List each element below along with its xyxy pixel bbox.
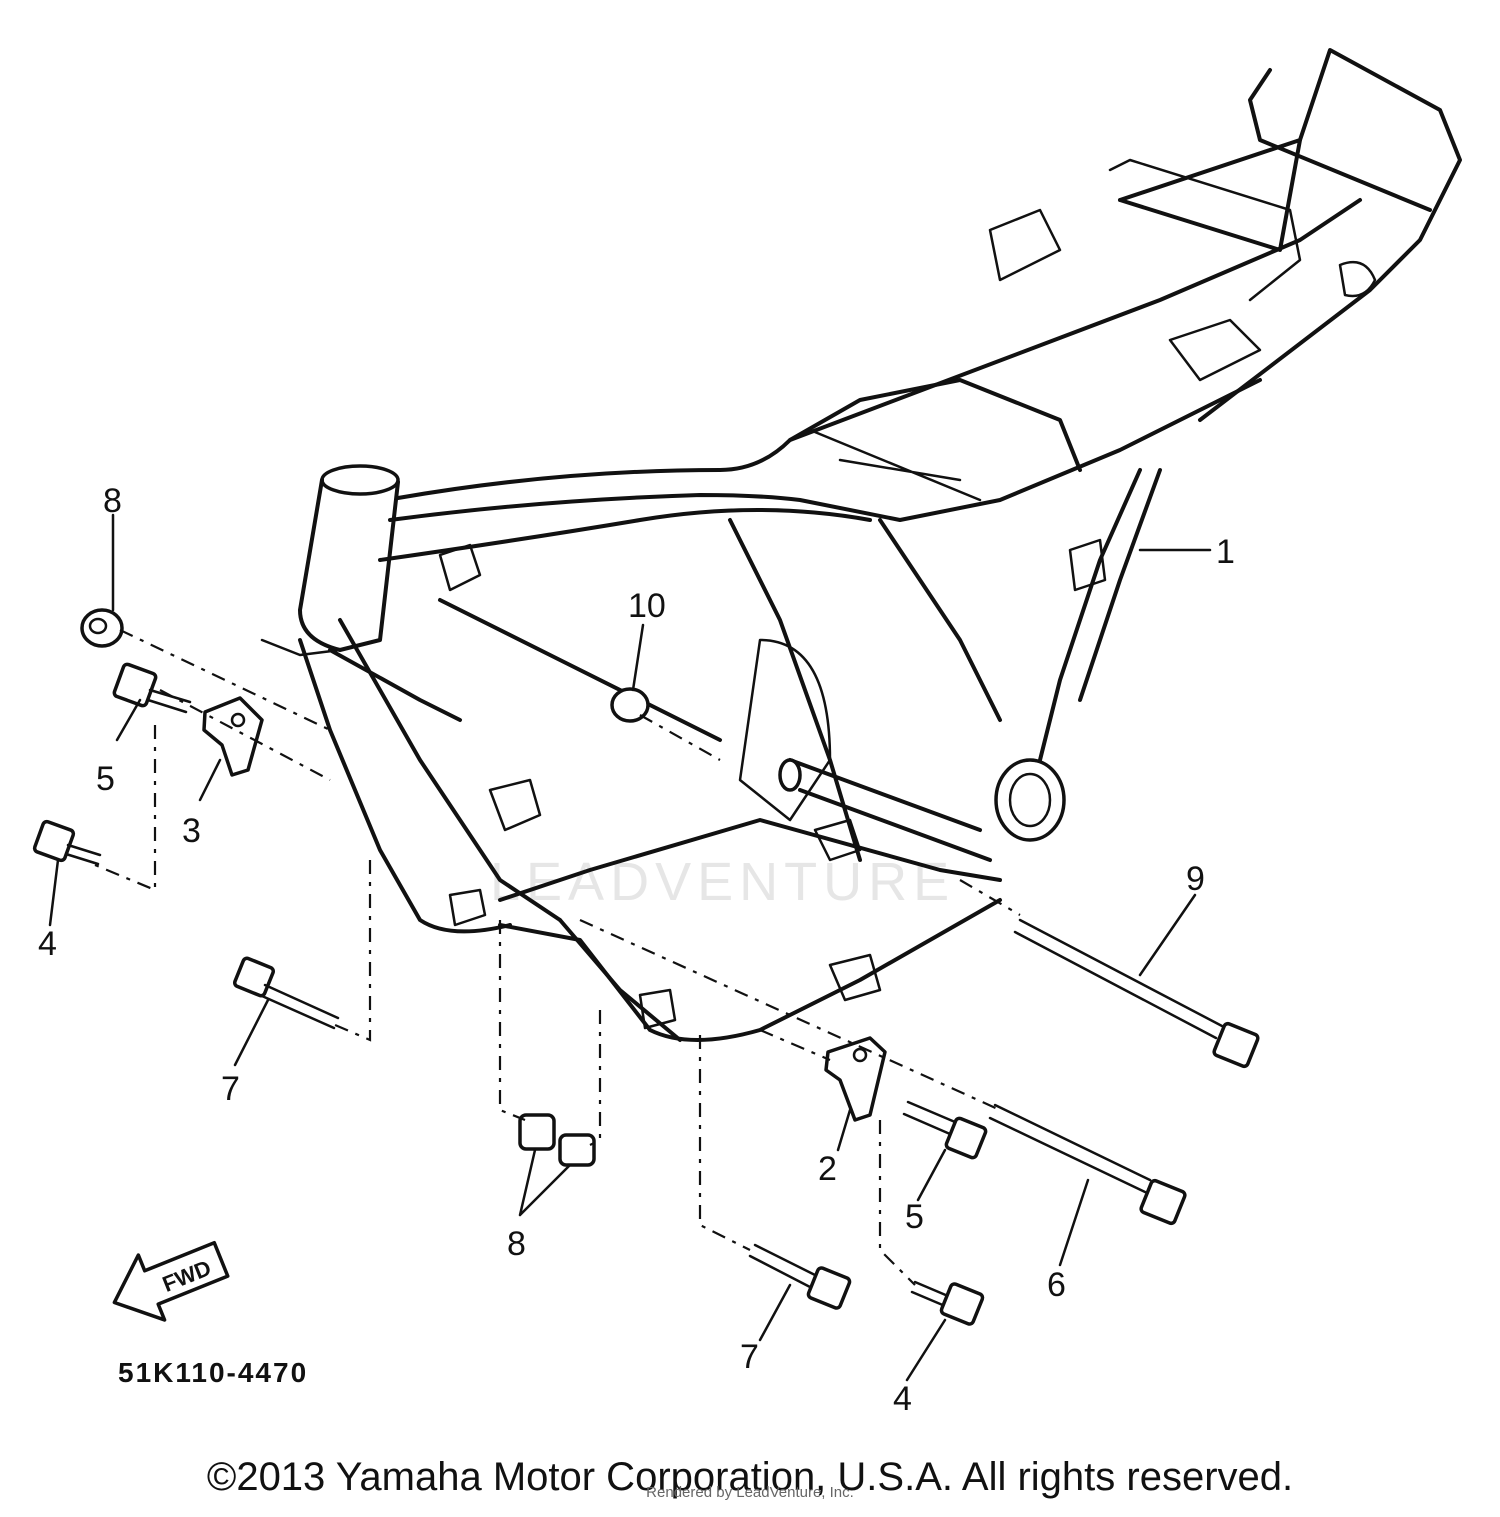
bolt-part-7-left xyxy=(233,956,340,1030)
callout-2: 2 xyxy=(818,1150,837,1188)
diagram-code: 51K110-4470 xyxy=(118,1357,308,1388)
bolt-part-4-left xyxy=(32,819,102,866)
nut-part-10 xyxy=(610,687,650,723)
motorcycle-frame xyxy=(260,48,1462,1042)
bolt-part-7-right xyxy=(748,1243,852,1310)
callout-7-left: 7 xyxy=(221,1070,240,1108)
callout-6: 6 xyxy=(1047,1266,1066,1304)
callout-8-upper: 8 xyxy=(103,482,122,520)
copyright-notice: ©2013 Yamaha Motor Corporation, U.S.A. A… xyxy=(206,1455,1294,1499)
bolt-part-6 xyxy=(988,1103,1187,1226)
callout-5-right: 5 xyxy=(905,1198,924,1236)
callout-1: 1 xyxy=(1216,533,1235,571)
callout-4-right: 4 xyxy=(893,1380,912,1418)
rendered-by-text: Rendered by LeadVenture, Inc. xyxy=(646,1484,854,1501)
callout-8-lower: 8 xyxy=(507,1225,526,1263)
callout-5-left: 5 xyxy=(96,760,115,798)
callout-3: 3 xyxy=(182,812,201,850)
fwd-arrow-icon: FWD xyxy=(112,1240,230,1322)
bracket-part-2 xyxy=(824,1036,887,1122)
callout-9: 9 xyxy=(1186,860,1205,898)
bolt-part-9 xyxy=(1013,918,1260,1069)
bolt-part-4-right xyxy=(910,1280,985,1326)
watermark-text: LEADVENTURE xyxy=(490,852,955,912)
bolt-part-5-left xyxy=(112,662,192,714)
bolt-part-5-right xyxy=(902,1100,988,1160)
assembly-lines xyxy=(94,629,1021,1286)
collar-parts-8-lower xyxy=(518,1113,596,1167)
callout-10: 10 xyxy=(628,587,666,625)
callout-4-left: 4 xyxy=(38,925,57,963)
leader-lines xyxy=(48,513,1212,1382)
collar-part-8-upper xyxy=(80,608,124,648)
callout-7-right: 7 xyxy=(740,1338,759,1376)
bracket-part-3 xyxy=(202,696,264,777)
